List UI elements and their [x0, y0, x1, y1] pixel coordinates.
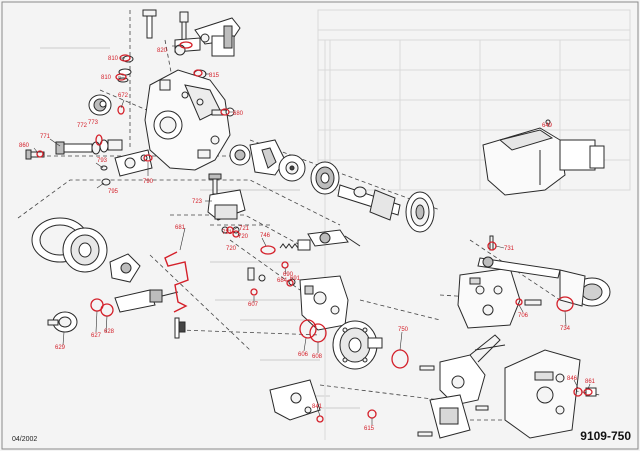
callout-795: 795 — [108, 189, 119, 195]
callout-labels: 810 810 820 815 672 680 771 772 773 860 … — [19, 48, 596, 432]
seal-790 — [143, 154, 153, 162]
timer-piston — [114, 289, 179, 313]
mounting-bracket-841 — [269, 379, 321, 421]
callout-772: 772 — [77, 123, 88, 129]
seal-810b — [115, 73, 127, 81]
top-bolt — [142, 9, 157, 39]
seal-721b — [232, 230, 240, 238]
seal-860 — [36, 150, 44, 158]
callout-608: 608 — [312, 354, 323, 360]
cam-disc — [278, 154, 306, 182]
end-cover — [504, 349, 581, 439]
distributor-rotor — [332, 320, 383, 370]
seal-746 — [260, 245, 276, 255]
lever-bracket — [194, 17, 241, 57]
governor-shaft — [174, 317, 186, 339]
distributor-head — [299, 275, 349, 331]
callout-810a: 810 — [108, 56, 119, 62]
callout-leaders — [33, 45, 591, 425]
callout-793: 793 — [97, 158, 108, 164]
callout-721b: 721 — [239, 226, 250, 232]
drive-pulley — [405, 191, 435, 233]
callout-841: 841 — [312, 404, 323, 410]
seal-815 — [193, 69, 203, 77]
seal-773 — [95, 134, 103, 146]
screw-706 — [524, 299, 542, 306]
callout-649: 649 — [542, 123, 553, 129]
callout-731: 731 — [504, 246, 515, 252]
callout-815: 815 — [209, 73, 220, 79]
highlighted-parts — [36, 41, 593, 423]
callout-846: 846 — [567, 376, 578, 382]
electronic-module-649 — [482, 119, 605, 196]
callout-790: 790 — [143, 179, 154, 185]
callout-691: 691 — [290, 276, 301, 282]
callout-750: 750 — [398, 327, 409, 333]
seal-607 — [250, 288, 258, 296]
callout-629: 629 — [55, 345, 66, 351]
callout-860: 860 — [19, 143, 30, 149]
seal-691 — [286, 279, 294, 287]
drive-gear-plate — [229, 139, 286, 176]
callout-723: 723 — [192, 199, 203, 205]
bracket-790 — [114, 149, 153, 177]
callout-773: 773 — [88, 120, 99, 126]
callout-720b: 720 — [226, 246, 237, 252]
callout-861: 861 — [585, 379, 596, 385]
drive-seal-672 — [88, 94, 112, 116]
callout-746: 746 — [260, 233, 271, 239]
callout-734: 734 — [560, 326, 571, 332]
callout-820: 820 — [157, 48, 168, 54]
feed-pump-rotor — [109, 253, 141, 283]
roller-ring — [310, 161, 340, 195]
housing-block-706 — [457, 267, 521, 329]
timer-cap-629 — [47, 311, 78, 333]
seal-672 — [117, 105, 125, 115]
part-drawings — [25, 9, 611, 439]
pump-plunger — [307, 229, 361, 247]
callout-720a: 720 — [238, 234, 249, 240]
drive-shaft — [337, 184, 401, 221]
washer-793 — [100, 165, 111, 186]
feed-pump-housing — [31, 217, 108, 273]
pump-housing — [144, 69, 231, 171]
seal-606 — [299, 319, 317, 339]
callout-690: 690 — [283, 272, 294, 278]
spring-746 — [279, 239, 311, 251]
callout-606: 606 — [298, 352, 309, 358]
spring-681-red — [164, 251, 189, 313]
cover-plate — [429, 394, 471, 439]
callout-681: 681 — [175, 225, 186, 231]
callout-706: 706 — [518, 313, 529, 319]
actuator-shaft-731 — [477, 235, 561, 279]
seal-820 — [179, 41, 193, 49]
callout-607: 607 — [248, 302, 259, 308]
callout-721a: 721 — [222, 230, 233, 236]
callout-628: 628 — [104, 329, 115, 335]
solenoid-723 — [207, 173, 246, 234]
ghost-table-background — [317, 9, 631, 440]
callout-684: 684 — [277, 278, 288, 284]
callout-810b: 810 — [101, 75, 112, 81]
callout-680: 680 — [233, 111, 244, 117]
drawing-number: 9109-750 — [580, 429, 631, 443]
callout-672: 672 — [118, 93, 129, 99]
screw-861 — [585, 387, 597, 397]
callout-627: 627 — [91, 333, 102, 339]
callout-771: 771 — [40, 134, 51, 140]
control-unit — [439, 334, 506, 406]
callout-615: 615 — [364, 426, 375, 432]
date-code: 04/2002 — [12, 436, 37, 443]
